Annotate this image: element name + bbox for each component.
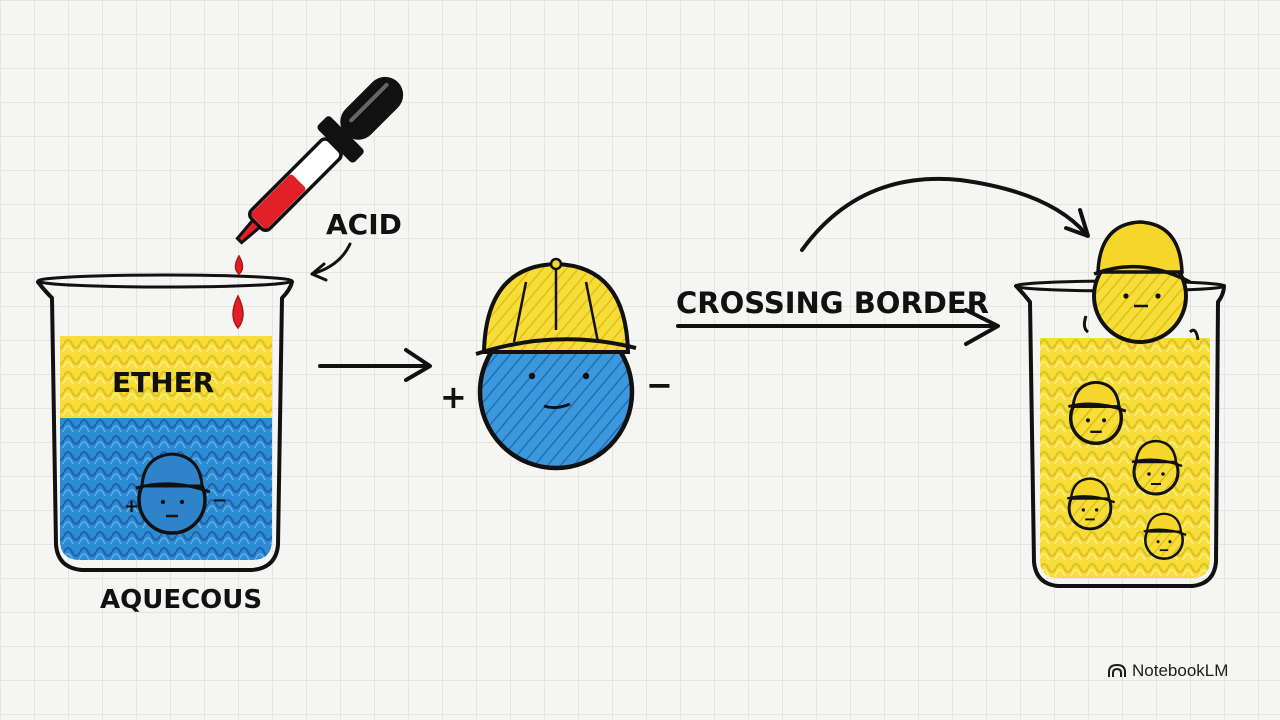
brand-name: NotebookLM — [1132, 661, 1229, 680]
curved-arrow-over — [800, 176, 1088, 252]
neutral-molecule — [475, 257, 637, 471]
ether-layer — [60, 336, 272, 418]
arrow-crossing-border-head — [964, 308, 1000, 346]
molecule-climbing — [1082, 220, 1200, 344]
beaker-outline — [36, 280, 294, 572]
beaker-rim — [36, 273, 294, 289]
charge-minus-small: − — [212, 490, 227, 511]
beaker-outline-right — [1014, 284, 1226, 588]
left-beaker: + − ETHER AQUECOUS — [36, 273, 294, 615]
acid-pointer-arrow — [310, 242, 352, 276]
arrow-to-molecule-head — [404, 348, 432, 382]
right-beaker — [1014, 220, 1226, 588]
charge-plus-small: + — [124, 496, 139, 517]
ether-layer-right — [1040, 338, 1210, 578]
charge-minus: − — [646, 366, 673, 404]
curved-arrow-over-head — [1064, 208, 1090, 238]
ether-label: ETHER — [112, 366, 214, 399]
charge-plus: + — [440, 378, 467, 416]
molecule-in-water — [135, 452, 211, 535]
notebooklm-logo-icon — [1108, 664, 1126, 677]
notebooklm-watermark: NotebookLM — [1108, 660, 1228, 682]
crossing-border-label: CROSSING BORDER — [676, 286, 989, 320]
aqueous-label: AQUECOUS — [100, 585, 262, 615]
dropper-icon — [232, 76, 404, 330]
acid-label: ACID — [326, 208, 402, 241]
acid-drop-top — [234, 254, 244, 275]
acid-drop-bottom — [232, 294, 244, 330]
acid-pointer-arrowhead — [310, 262, 328, 282]
